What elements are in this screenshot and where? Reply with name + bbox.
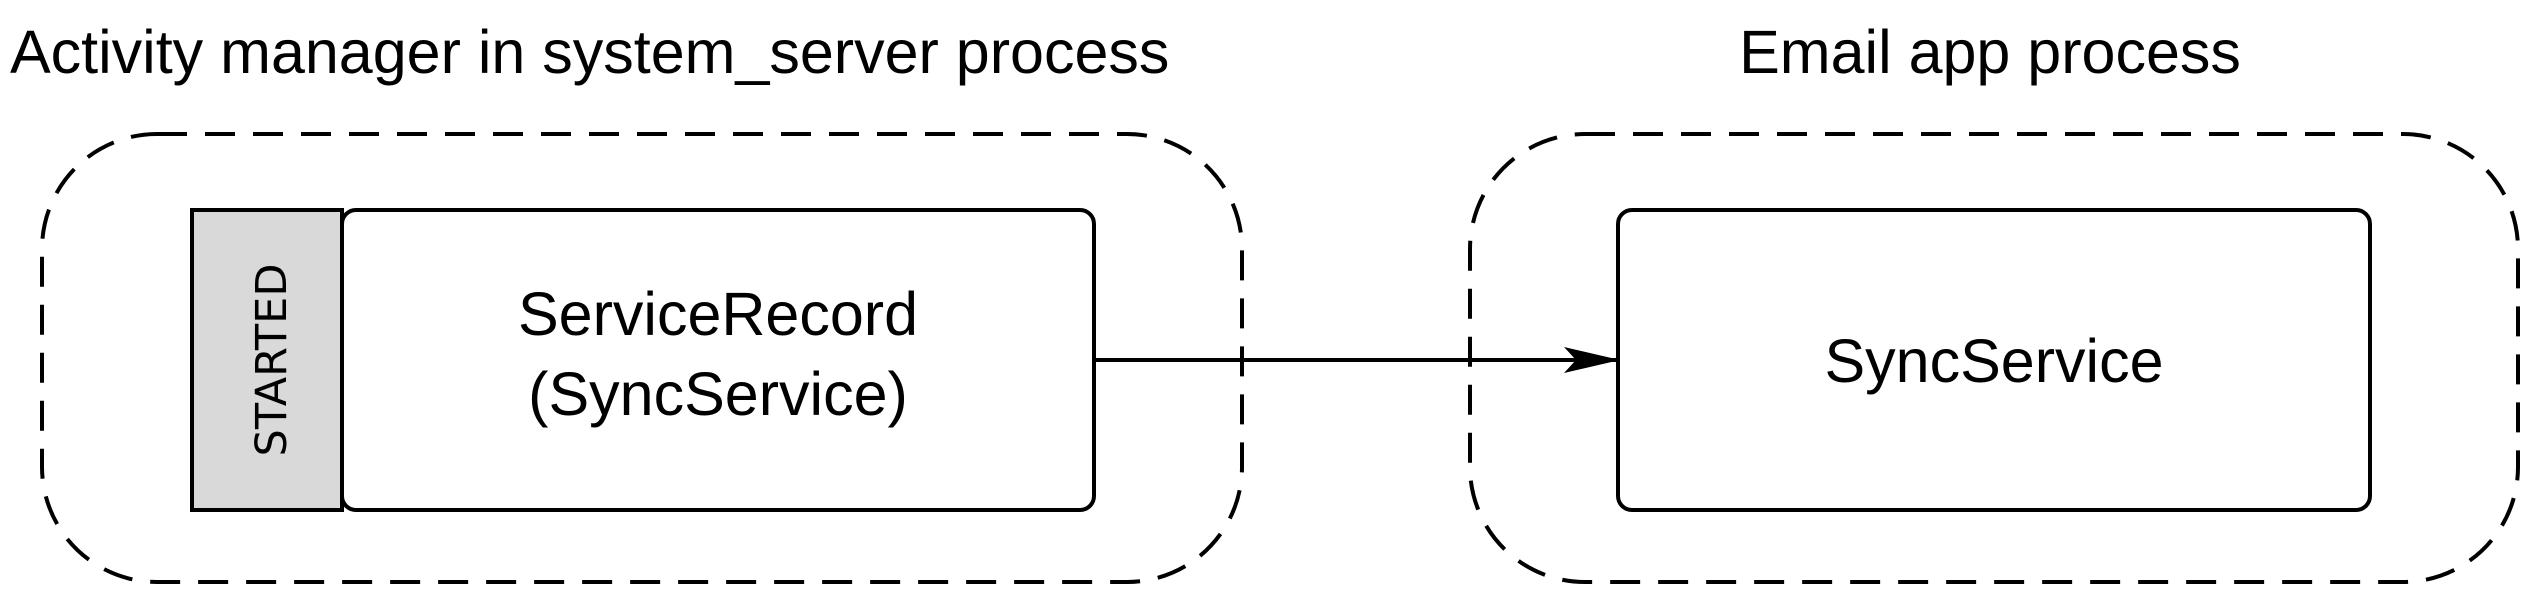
- right-process-title: Email app process: [1739, 18, 2241, 86]
- started-state-tab: [190, 208, 344, 512]
- left-process-title: Activity manager in system_server proces…: [10, 18, 1169, 86]
- started-state-label: STARTED: [247, 264, 297, 457]
- sync-service-label: SyncService: [1824, 327, 2163, 395]
- service-record-subtitle: (SyncService): [528, 360, 908, 428]
- service-record-title: ServiceRecord: [518, 280, 918, 348]
